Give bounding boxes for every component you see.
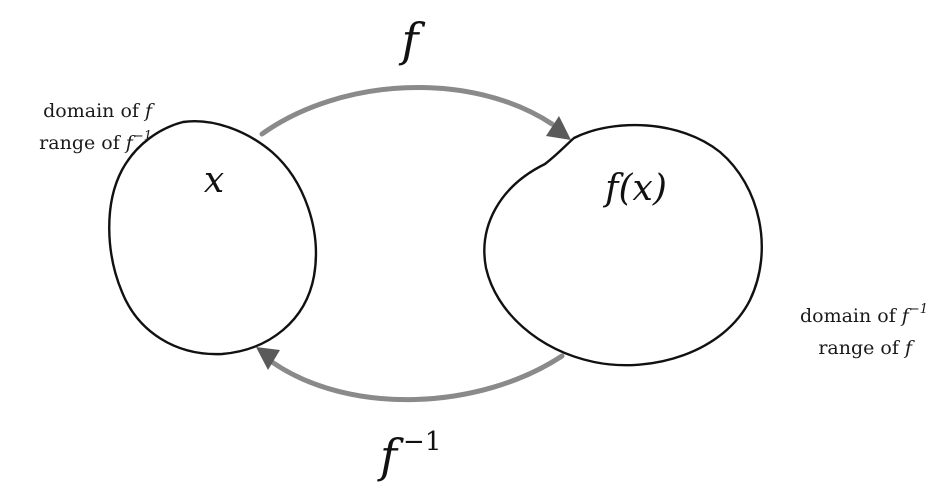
forward-arrowhead <box>546 116 571 140</box>
left-set-blob <box>108 120 318 356</box>
right-set-blob <box>483 123 763 367</box>
inverse-arrow-label: f−1 <box>377 427 441 483</box>
left-element-label: x <box>204 160 224 201</box>
forward-arrow-label: f <box>398 13 425 67</box>
left-domain-text: domain of f <box>43 100 155 122</box>
right-domain-text: domain of f−1 <box>800 302 928 327</box>
left-range-text: range of f−1 <box>39 129 152 154</box>
inverse-arrow-arc <box>269 353 565 402</box>
right-range-text: range of f <box>818 337 915 359</box>
right-element-label: f(x) <box>602 168 667 209</box>
forward-arrow-arc <box>259 85 555 137</box>
inverse-arrowhead <box>256 347 280 370</box>
